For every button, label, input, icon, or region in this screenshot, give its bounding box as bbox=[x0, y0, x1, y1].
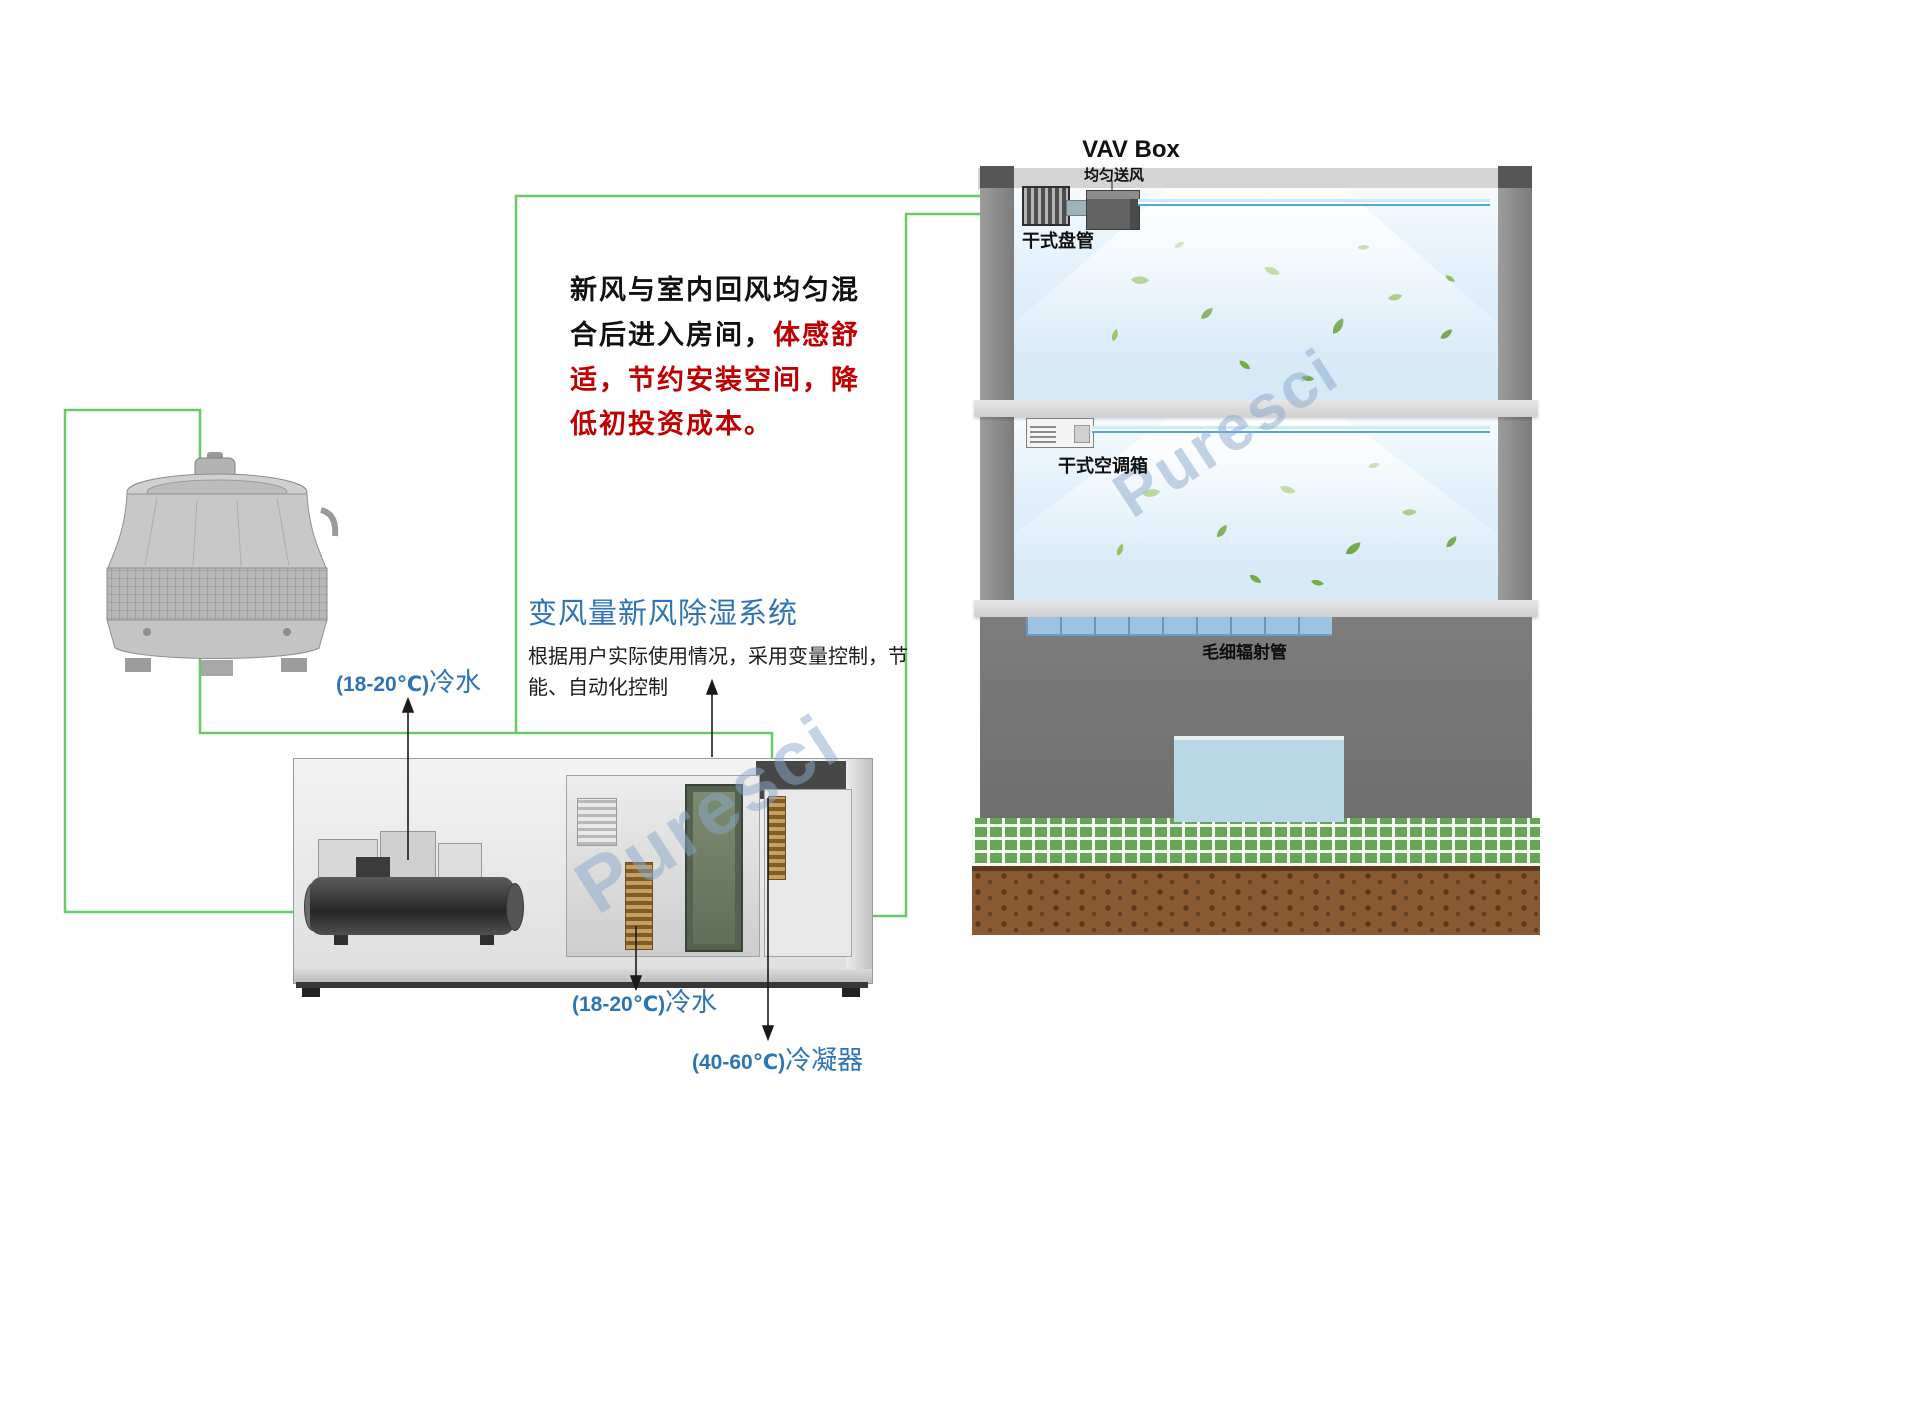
chilled-water-bottom-temp: (18-20℃) bbox=[572, 993, 666, 1016]
vav-box-top-face bbox=[1087, 191, 1139, 199]
ahu-grille bbox=[1030, 423, 1056, 443]
chilled-water-label-bottom: (18-20℃)冷水 bbox=[572, 982, 717, 1019]
base-foot-left bbox=[302, 988, 320, 997]
roof-corner-right bbox=[1498, 166, 1532, 190]
roof-corner-left bbox=[980, 166, 1014, 190]
ahu-fan bbox=[1074, 425, 1090, 443]
cooling-tower-illustration bbox=[106, 452, 339, 676]
capillary-label: 毛细辐射管 bbox=[1202, 643, 1287, 662]
capillary-radiant-strip bbox=[1026, 617, 1332, 636]
cabinet-window-panel bbox=[685, 784, 743, 952]
uniform-supply-label: 均匀送风 bbox=[1084, 167, 1145, 184]
ground-soil bbox=[972, 866, 1540, 935]
base-foot-right bbox=[842, 988, 860, 997]
chilled-water-top-temp: (18-20℃) bbox=[336, 673, 430, 696]
dehumidifier-cabinet bbox=[566, 775, 760, 957]
room-lower bbox=[1014, 417, 1498, 600]
cabinet-coil bbox=[625, 862, 653, 950]
cabinet-window-glass bbox=[693, 792, 735, 944]
chiller-end-cap-right bbox=[506, 883, 524, 931]
vav-box-side-face bbox=[1130, 199, 1139, 229]
entry-door bbox=[1174, 736, 1344, 822]
machine-room-illustration bbox=[293, 758, 873, 984]
cabinet-vents bbox=[577, 798, 617, 846]
vav-box-unit bbox=[1086, 190, 1140, 230]
chiller-foot bbox=[480, 935, 494, 945]
chilled-water-top-name: 冷水 bbox=[429, 667, 482, 697]
system-title: 变风量新风除湿系统 bbox=[528, 598, 799, 630]
dry-coil-label: 干式盘管 bbox=[1022, 231, 1094, 251]
supply-duct-line-upper bbox=[1138, 199, 1490, 206]
condenser-temp: (40-60℃) bbox=[692, 1051, 786, 1074]
mixing-description: 新风与室内回风均匀混合后进入房间，体感舒适，节约安装空间，降低初投资成本。 bbox=[570, 268, 870, 447]
vav-box-title: VAV Box bbox=[1082, 136, 1180, 163]
floor-slab-1 bbox=[974, 400, 1538, 417]
machine-room-floor bbox=[294, 969, 872, 983]
chilled-water-label-top: (18-20℃)冷水 bbox=[336, 662, 481, 699]
dry-ahu-unit bbox=[1026, 418, 1094, 448]
condenser-label: (40-60℃)冷凝器 bbox=[692, 1040, 863, 1077]
dry-coil-unit bbox=[1022, 186, 1070, 226]
condenser-cabinet bbox=[764, 789, 852, 957]
floor-slab-2 bbox=[974, 600, 1538, 617]
chiller-foot bbox=[334, 935, 348, 945]
supply-duct-line-lower bbox=[1092, 426, 1490, 433]
garden-fence-hedge bbox=[972, 818, 1540, 873]
machine-room-base bbox=[296, 982, 868, 988]
dry-ahu-label: 干式空调箱 bbox=[1058, 456, 1148, 476]
system-description: 根据用户实际使用情况，采用变量控制，节能、自动化控制 bbox=[528, 646, 908, 699]
chiller-barrel bbox=[310, 877, 514, 935]
chilled-water-bottom-name: 冷水 bbox=[665, 987, 718, 1017]
connecting-duct bbox=[1066, 200, 1088, 216]
condenser-name: 冷凝器 bbox=[785, 1045, 864, 1075]
condenser-coil bbox=[768, 796, 786, 880]
